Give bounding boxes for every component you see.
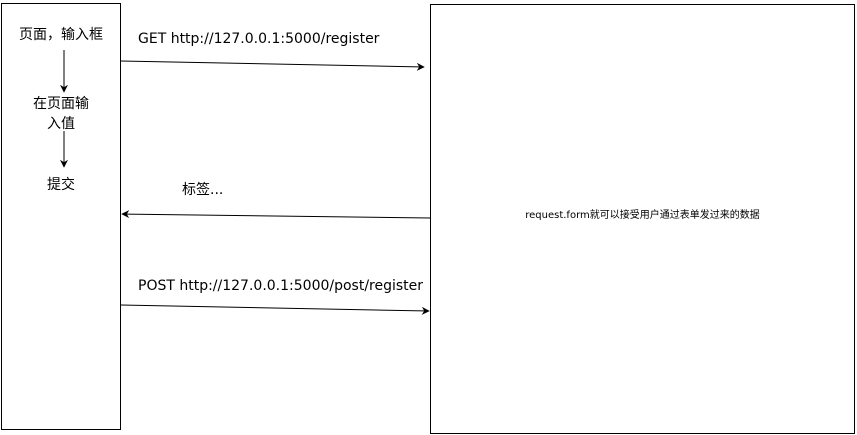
response-arrow xyxy=(121,210,431,219)
get-request-label: GET http://127.0.0.1:5000/register xyxy=(138,31,380,47)
server-box xyxy=(430,4,855,434)
post-request-label: POST http://127.0.0.1:5000/post/register xyxy=(138,278,424,294)
post-request-arrow xyxy=(120,304,430,315)
step-submit: 提交 xyxy=(47,177,75,193)
step-page-input-box: 页面，输入框 xyxy=(19,27,103,43)
step-enter-value: 在页面输 入值 xyxy=(33,96,89,132)
get-request-arrow xyxy=(120,60,425,71)
server-note: request.form就可以接受用户通过表单发过来的数据 xyxy=(525,210,760,221)
client-box xyxy=(1,3,121,430)
response-label: 标签... xyxy=(182,182,224,198)
